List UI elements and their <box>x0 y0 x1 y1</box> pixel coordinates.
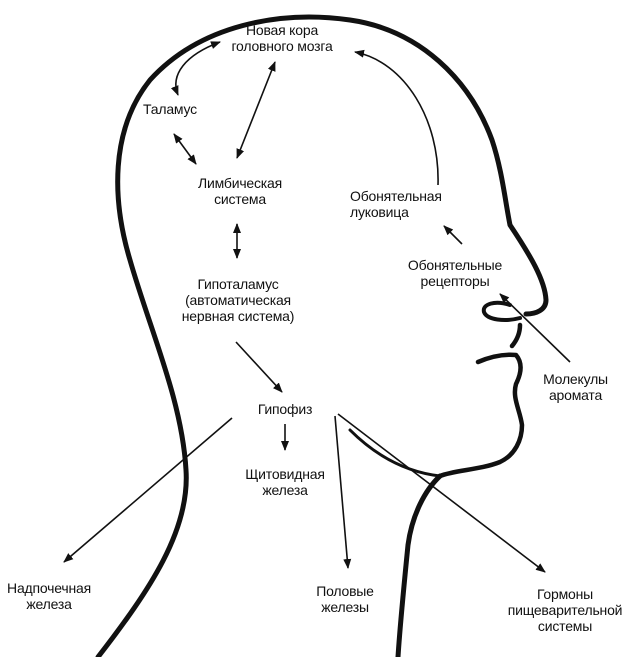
arrow-pituitary-digestive <box>338 414 545 572</box>
arrow-hypothalamus-pituitary <box>236 342 282 392</box>
arrow-pituitary-adrenal <box>64 418 232 562</box>
label-digestive-hormones: Гормоны пищеварительной системы <box>505 586 625 634</box>
label-olfactory-bulb: Обонятельная луковица <box>350 188 470 220</box>
nostril-outline <box>484 303 520 320</box>
arrow-thalamus-limbic <box>174 134 196 164</box>
arrow-receptors-bulb <box>444 226 462 244</box>
arrow-neocortex-limbic <box>237 62 275 158</box>
label-thyroid: Щитовидная железа <box>230 466 340 498</box>
label-limbic-system: Лимбическая система <box>185 175 295 207</box>
arrow-bulb-neocortex <box>355 52 438 185</box>
label-olfactory-receptors: Обонятельные рецепторы <box>395 257 515 289</box>
jaw-outline <box>350 430 440 476</box>
label-gonads: Половые железы <box>300 583 390 615</box>
face-lower-outline <box>440 325 522 476</box>
label-pituitary: Гипофиз <box>245 401 325 417</box>
label-adrenal: Надпочечная железа <box>0 580 98 612</box>
arrow-aroma-nose <box>500 294 570 362</box>
label-aroma-molecules: Молекулы аромата <box>528 371 623 403</box>
label-thalamus: Таламус <box>130 101 210 117</box>
throat-outline <box>398 476 440 657</box>
label-neocortex: Новая кора головного мозга <box>222 22 342 54</box>
label-hypothalamus: Гипоталамус (автоматическая нервная сист… <box>163 276 313 324</box>
